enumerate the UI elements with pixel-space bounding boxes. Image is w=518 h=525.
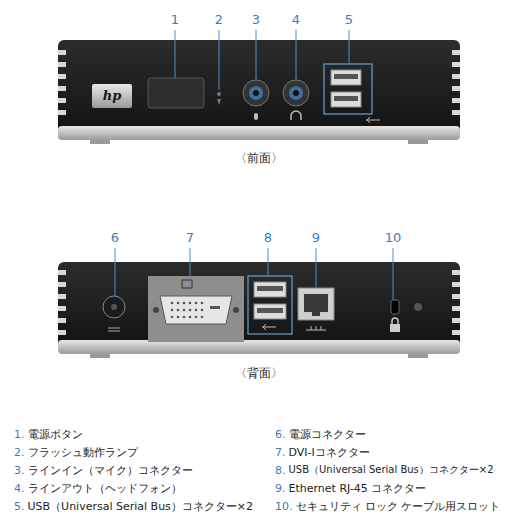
list-text: セキュリティ ロック ケーブル用スロット [296, 500, 501, 513]
list-text: Ethernet RJ-45 コネクター [289, 482, 427, 495]
list-text: フラッシュ動作ランプ [28, 446, 138, 459]
front-view [58, 30, 460, 144]
list-number: 4. [14, 482, 25, 495]
callout-number: 1 [171, 12, 179, 28]
list-number: 9. [275, 482, 286, 495]
callout-number: 3 [252, 12, 260, 28]
list-text: ラインイン（マイク）コネクター [28, 464, 193, 477]
callout-number: 6 [111, 230, 119, 246]
callout-number: 7 [186, 230, 194, 246]
list-text: USB（Universal Serial Bus）コネクター×2 [289, 464, 494, 476]
list-text: USB（Universal Serial Bus）コネクター×2 [28, 500, 254, 513]
list-number: 6. [275, 428, 286, 441]
list-number: 2. [14, 446, 25, 459]
list-text: 電源コネクター [289, 428, 366, 441]
list-number: 5. [14, 500, 25, 513]
list-number: 7. [275, 446, 286, 459]
callout-number: 4 [292, 12, 300, 28]
list-number: 1. [14, 428, 25, 441]
list-text: DVI-Iコネクター [289, 446, 370, 459]
list-number: 8. [275, 464, 286, 477]
view-caption: 〈前面〉 [235, 151, 283, 165]
view-caption: 〈背面〉 [235, 366, 283, 380]
callout-number: 2 [215, 12, 223, 28]
list-number: 10. [275, 500, 293, 513]
list-text: 電源ボタン [28, 428, 83, 441]
brand-logo: hp [103, 88, 122, 104]
back-view [58, 248, 460, 358]
callout-number: 8 [264, 230, 272, 246]
callout-number: 9 [312, 230, 320, 246]
callout-number: 10 [385, 230, 402, 246]
callout-number: 5 [345, 12, 353, 28]
list-number: 3. [14, 464, 25, 477]
list-text: ラインアウト（ヘッドフォン） [28, 482, 182, 495]
